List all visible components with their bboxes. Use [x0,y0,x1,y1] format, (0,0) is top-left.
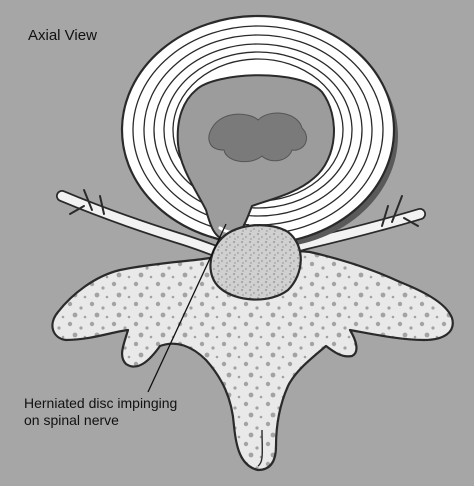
view-title: Axial View [28,27,97,44]
spinal-cord [210,225,300,299]
callout-line-1: Herniated disc impinging [24,395,254,412]
callout-line-2: on spinal nerve [24,412,254,429]
callout-label: Herniated disc impinging on spinal nerve [24,395,254,429]
